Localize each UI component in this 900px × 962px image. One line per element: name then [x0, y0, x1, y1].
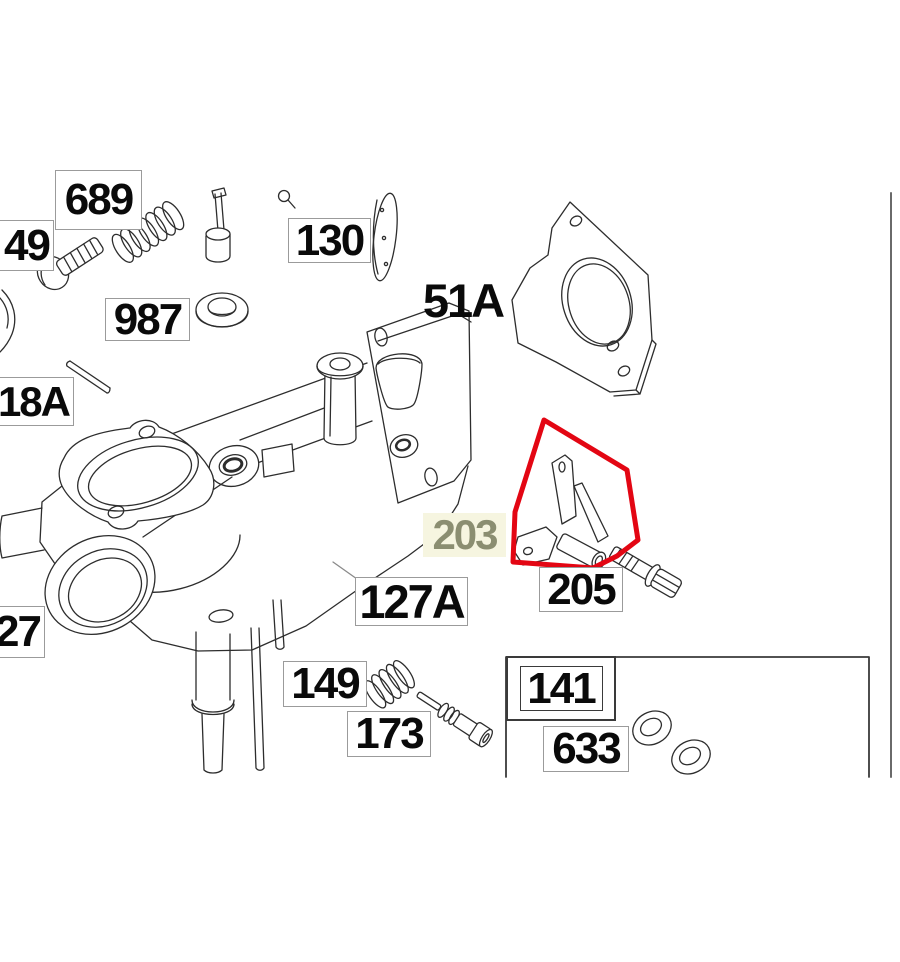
- part-label-130[interactable]: 130: [288, 218, 371, 263]
- choke-lever-203-drawing: [513, 454, 609, 570]
- part-label-127a[interactable]: 127A: [355, 577, 468, 626]
- part-label-18a[interactable]: 18A: [0, 377, 74, 426]
- highlight-outline-203: [510, 417, 641, 571]
- part-label-205[interactable]: 205: [539, 567, 623, 612]
- spring-149-drawing: [364, 660, 415, 709]
- part-label-49[interactable]: 49: [0, 220, 54, 271]
- left-edge-part-drawing: [0, 289, 16, 353]
- part-label-127[interactable]: 27: [0, 606, 45, 658]
- part-label-149[interactable]: 149: [283, 661, 367, 707]
- pin-18a-drawing: [65, 360, 111, 394]
- washer-987-drawing: [195, 292, 249, 328]
- screw-173-drawing: [416, 691, 493, 748]
- part-label-203-highlighted[interactable]: 203: [423, 513, 506, 557]
- part-label-689[interactable]: 689: [55, 170, 142, 230]
- plunger-drawing: [205, 187, 231, 263]
- choke-plate-130-drawing: [372, 192, 398, 282]
- part-label-141[interactable]: 141: [519, 666, 603, 711]
- gasket-51a-drawing: [511, 201, 657, 397]
- part-label-141-outer[interactable]: 141: [506, 656, 616, 721]
- part-label-173[interactable]: 173: [347, 711, 431, 757]
- part-label-987[interactable]: 987: [105, 297, 190, 341]
- leader-line-127a: [332, 561, 358, 580]
- part-label-51a[interactable]: 51A: [422, 273, 505, 327]
- carburetor-body-drawing: [0, 302, 472, 774]
- clip-drawing: [277, 189, 296, 209]
- part-label-633[interactable]: 633: [543, 726, 629, 772]
- oring-633-drawings: [632, 710, 711, 775]
